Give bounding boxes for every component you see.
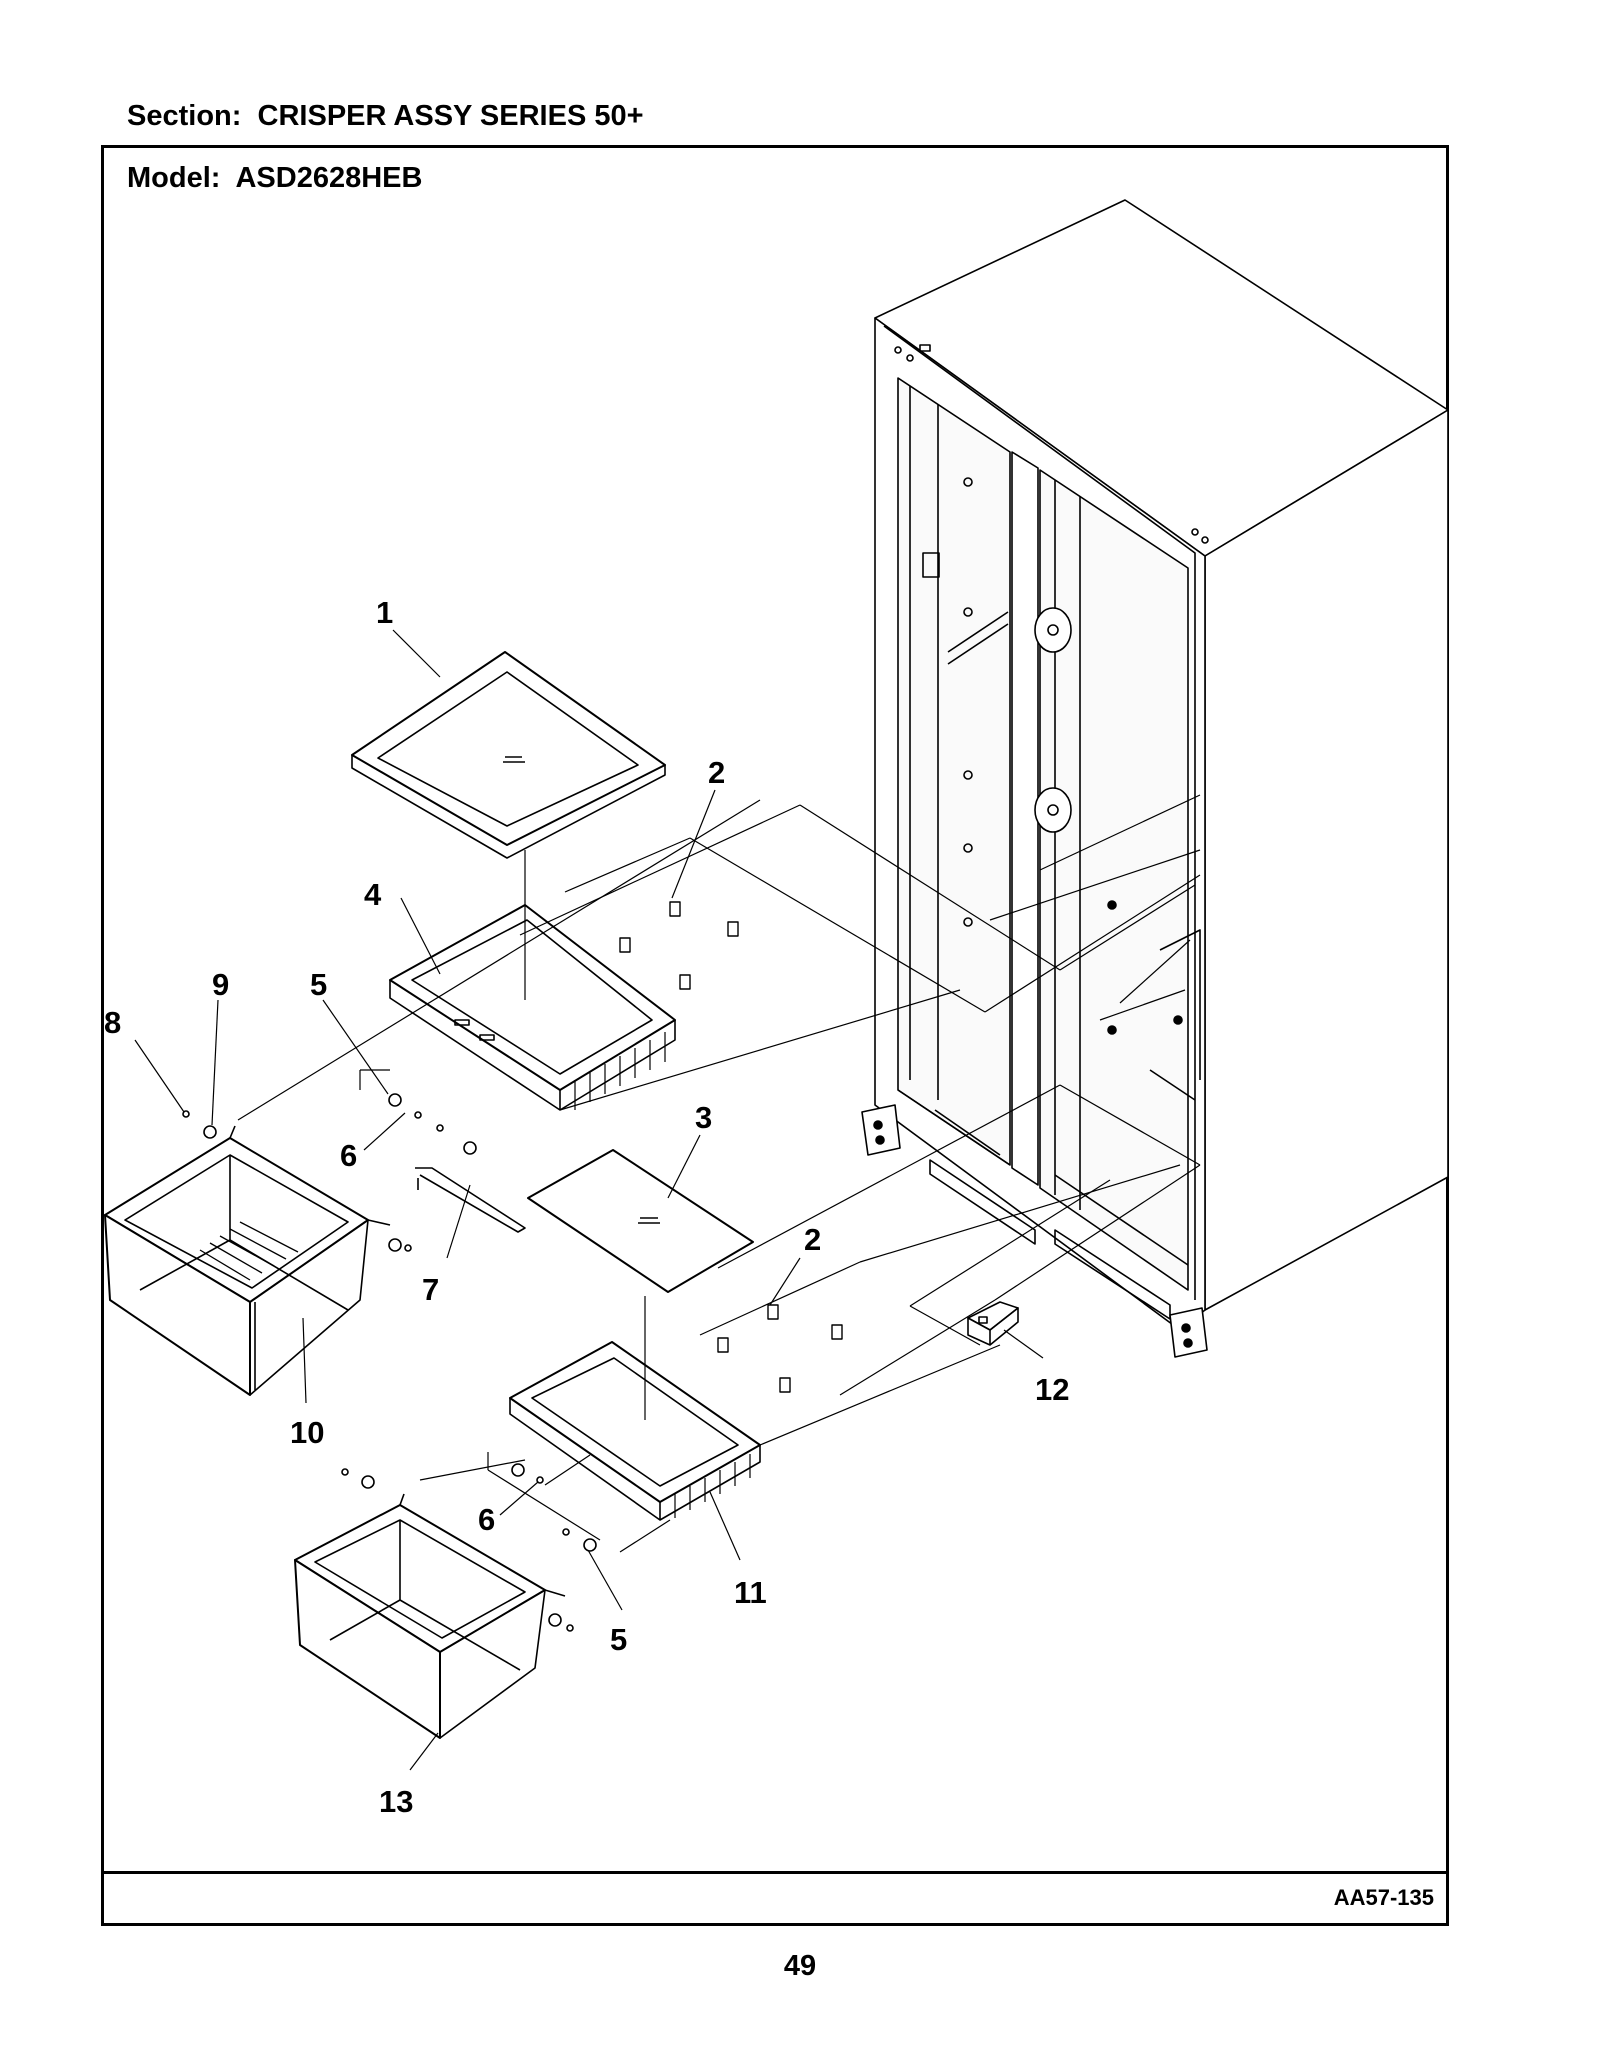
- assembly-lines: [134, 629, 1201, 1771]
- callout-5-lower: 5: [610, 1622, 627, 1657]
- callout-7: 7: [422, 1272, 439, 1307]
- page-number: 49: [783, 1950, 817, 1982]
- part-11-lower-crisper-frame: [509, 1341, 761, 1521]
- callout-13: 13: [379, 1784, 413, 1819]
- section-title: Section: CRISPER ASSY SERIES 50+: [127, 100, 644, 133]
- callout-9: 9: [212, 967, 229, 1002]
- callout-1: 1: [376, 595, 393, 630]
- model-label: Model:: [127, 162, 221, 194]
- refrigerator-cabinet: [861, 199, 1449, 1358]
- part-12-support-bracket: [967, 1301, 1019, 1346]
- callout-6-lower: 6: [478, 1502, 495, 1537]
- callout-3: 3: [695, 1100, 712, 1135]
- callout-11: 11: [734, 1575, 767, 1610]
- model-title: Model: ASD2628HEB: [127, 162, 422, 195]
- callout-labels: 1 2 2 3 4 5 5 6 6 7 8 9 10 11 12 13: [104, 595, 1069, 1819]
- callout-12: 12: [1035, 1372, 1069, 1407]
- callout-2-lower: 2: [804, 1222, 821, 1257]
- callout-2-upper: 2: [708, 755, 725, 790]
- callout-10: 10: [290, 1415, 324, 1450]
- drawing-id: AA57-135: [1333, 1885, 1434, 1910]
- callout-8: 8: [104, 1005, 121, 1040]
- section-name: CRISPER ASSY SERIES 50+: [257, 100, 644, 132]
- part-7-divider-rod: [415, 1167, 526, 1233]
- model-number: ASD2628HEB: [235, 162, 423, 194]
- part-1-crisper-cover: [351, 651, 666, 859]
- callout-6-upper: 6: [340, 1138, 357, 1173]
- callout-5-upper: 5: [310, 967, 327, 1002]
- part-13-lower-crisper-drawer: [294, 1493, 566, 1739]
- callout-4: 4: [364, 877, 382, 912]
- section-label: Section:: [127, 100, 242, 132]
- part-4-upper-crisper-frame: [389, 904, 676, 1111]
- footer-divider: [101, 1871, 1449, 1874]
- part-10-upper-crisper-drawer: [104, 1125, 391, 1396]
- hardware-clips: [182, 901, 843, 1632]
- part-3-glass-shelf: [527, 1149, 754, 1293]
